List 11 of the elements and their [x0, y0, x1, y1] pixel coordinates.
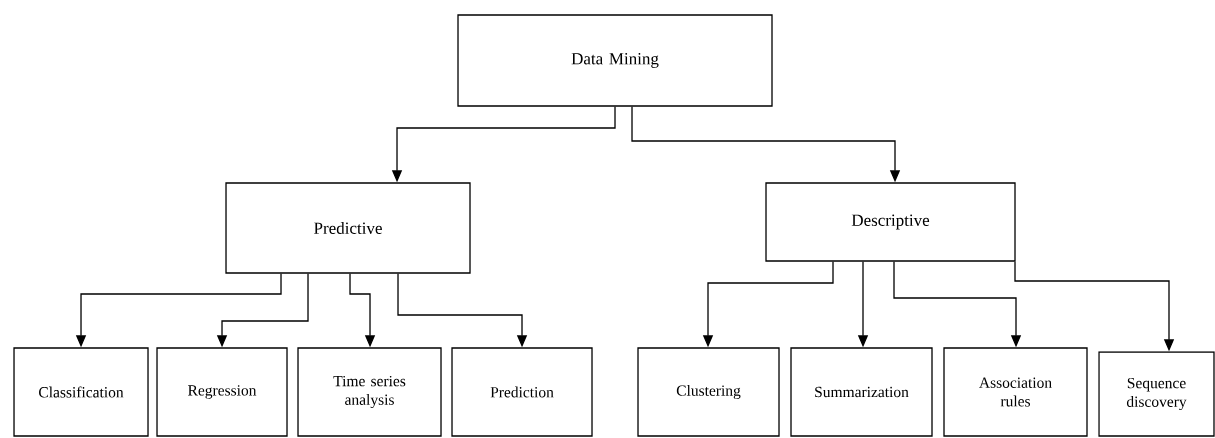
- category-box: Predictive: [225, 182, 471, 274]
- category-box: Regression: [156, 347, 288, 437]
- category-box: Classification: [13, 347, 149, 437]
- category-box: Data Mining: [457, 14, 773, 107]
- category-box: Summarization: [790, 347, 933, 437]
- category-box: Association rules: [943, 347, 1088, 437]
- category-box: Sequence discovery: [1098, 351, 1215, 437]
- category-box: Time series analysis: [297, 347, 442, 437]
- category-box: Clustering: [637, 347, 780, 437]
- category-box: Descriptive: [765, 182, 1016, 262]
- category-box: Prediction: [451, 347, 593, 437]
